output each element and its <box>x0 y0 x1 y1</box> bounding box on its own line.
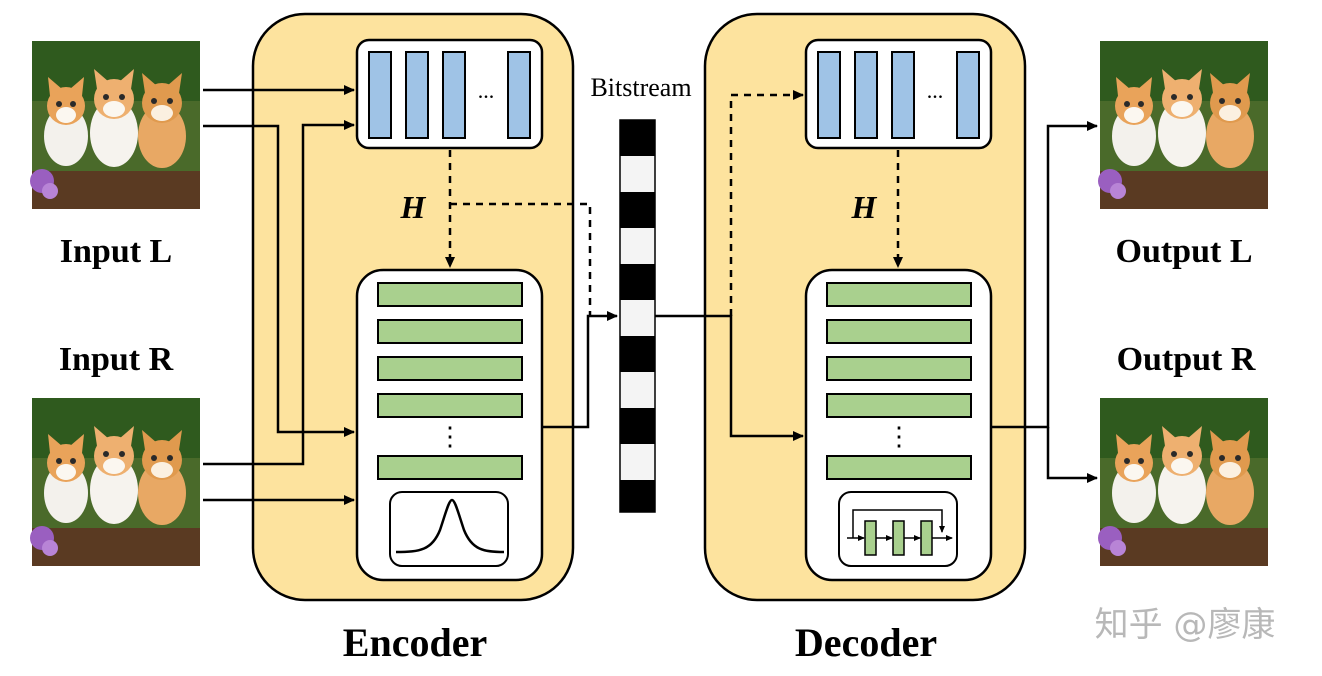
output-r-label: Output R <box>1117 341 1256 378</box>
encoder-label: Encoder <box>343 620 487 665</box>
decoder-bars-ellipsis: ... <box>927 78 944 103</box>
output-l-image <box>1098 41 1268 209</box>
residual-block-icon <box>838 491 958 567</box>
decoder-label: Decoder <box>795 620 937 665</box>
encoder-feature-block: ... <box>355 38 544 150</box>
decoder-connectors <box>655 121 1098 483</box>
input-l-image <box>30 41 200 209</box>
decoder-dashed-connectors <box>729 90 903 316</box>
output-l-label: Output L <box>1116 233 1253 270</box>
input-r-label: Input R <box>59 341 174 378</box>
input-r-image <box>30 398 200 566</box>
gaussian-curve-icon <box>389 491 509 567</box>
encoder-network-block: ⋮ <box>355 268 544 582</box>
decoder-feature-block: ... <box>804 38 993 150</box>
encoder-connectors <box>203 85 618 505</box>
encoder-module: ... ⋮ <box>251 12 575 602</box>
encoder-dashed-connectors <box>445 150 592 316</box>
decoder-network-block: ⋮ <box>804 268 993 582</box>
decoder-vertical-ellipsis: ⋮ <box>886 422 912 451</box>
encoder-vertical-ellipsis: ⋮ <box>437 422 463 451</box>
input-l-label: Input L <box>60 233 172 270</box>
decoder-module: ... ⋮ <box>703 12 1027 602</box>
encoder-h-label: H <box>400 189 427 225</box>
encoder-bars-ellipsis: ... <box>478 78 495 103</box>
bitstream-bar <box>619 119 656 513</box>
output-r-image <box>1098 398 1268 566</box>
bitstream-label: Bitstream <box>590 73 691 102</box>
watermark-text: 知乎 @廖康 <box>1095 605 1276 645</box>
decoder-h-label: H <box>851 189 878 225</box>
